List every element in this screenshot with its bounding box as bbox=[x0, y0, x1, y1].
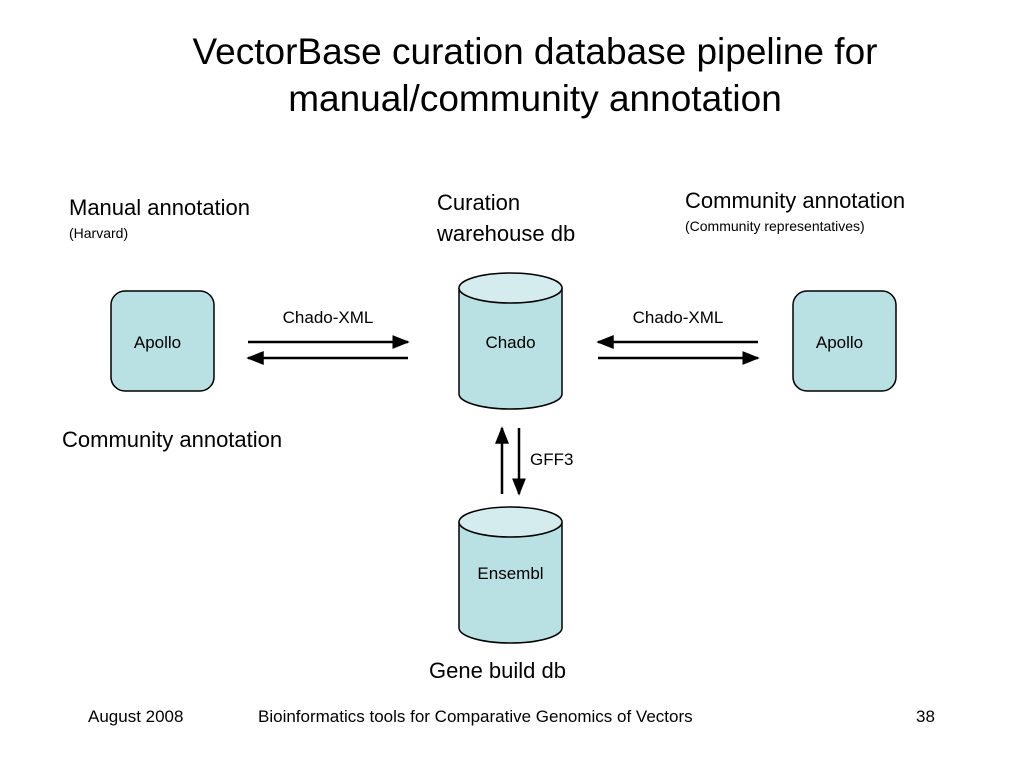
apollo-right-node: Apollo bbox=[792, 290, 897, 392]
ensembl-label: Ensembl bbox=[477, 564, 543, 583]
chado-label: Chado bbox=[485, 333, 535, 352]
slide-title-line-2: manual/community annotation bbox=[288, 78, 782, 119]
footer-title: Bioinformatics tools for Comparative Gen… bbox=[258, 707, 693, 726]
vertical-edge-format-label: GFF3 bbox=[530, 450, 573, 469]
apollo-left-label: Apollo bbox=[134, 333, 181, 352]
ensembl-database-cylinder: Ensembl bbox=[458, 506, 563, 644]
apollo-right-label: Apollo bbox=[816, 333, 863, 352]
community-annotation-left-label: Community annotation bbox=[62, 427, 283, 452]
apollo-left-node: Apollo bbox=[110, 290, 215, 392]
gene-build-db-label: Gene build db bbox=[429, 658, 566, 683]
curation-warehouse-label-line-2: warehouse db bbox=[437, 221, 576, 246]
slide-number: 38 bbox=[916, 707, 935, 726]
slide-title: VectorBase curation database pipeline fo… bbox=[150, 28, 920, 122]
manual-annotation-label: Manual annotation bbox=[69, 195, 251, 220]
right-edge-format-label: Chado-XML bbox=[633, 308, 724, 327]
chado-database-cylinder: Chado bbox=[458, 272, 563, 410]
footer-date: August 2008 bbox=[88, 707, 184, 726]
community-annotation-sublabel: (Community representatives) bbox=[685, 218, 865, 234]
slide-title-line-1: VectorBase curation database pipeline fo… bbox=[192, 31, 878, 72]
manual-annotation-sublabel: (Harvard) bbox=[69, 225, 129, 241]
left-edge-format-label: Chado-XML bbox=[283, 308, 374, 327]
curation-warehouse-label-line-1: Curation bbox=[437, 190, 521, 215]
community-annotation-label: Community annotation bbox=[685, 188, 906, 213]
